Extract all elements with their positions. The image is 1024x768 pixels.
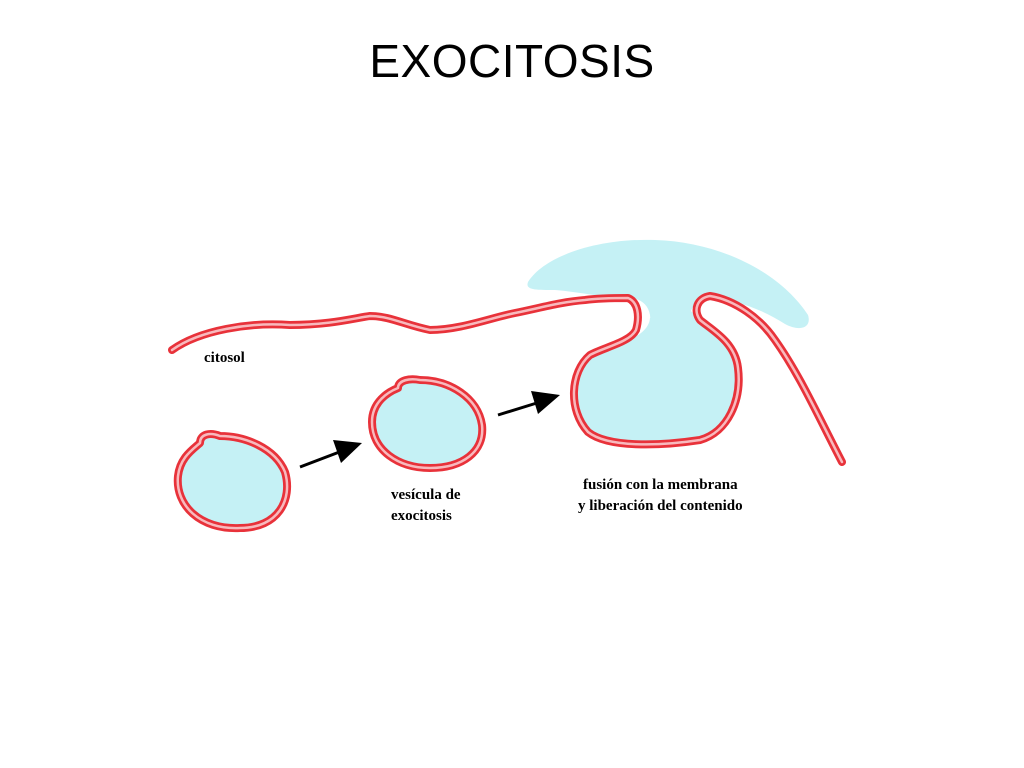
label-cytosol: citosol [204, 350, 245, 366]
arrow-1-shaft [299, 449, 343, 469]
label-vesicle-line1: vesícula de [391, 487, 461, 503]
label-fusion-line2: y liberación del contenido [578, 498, 743, 514]
vesicle-2 [368, 375, 487, 472]
released-content [527, 239, 809, 340]
vesicle-1 [173, 430, 292, 533]
arrow-1-head [333, 440, 362, 463]
arrow-2-head [531, 391, 560, 414]
slide-title: EXOCITOSIS [369, 35, 655, 87]
arrow-2 [497, 391, 560, 417]
plasma-membrane [168, 292, 846, 466]
arrow-1 [299, 440, 362, 469]
label-fusion-line1: fusión con la membrana [583, 477, 738, 493]
fused-vesicle-content [573, 310, 739, 445]
arrow-2-shaft [497, 400, 541, 417]
label-vesicle-line2: exocitosis [391, 508, 452, 524]
